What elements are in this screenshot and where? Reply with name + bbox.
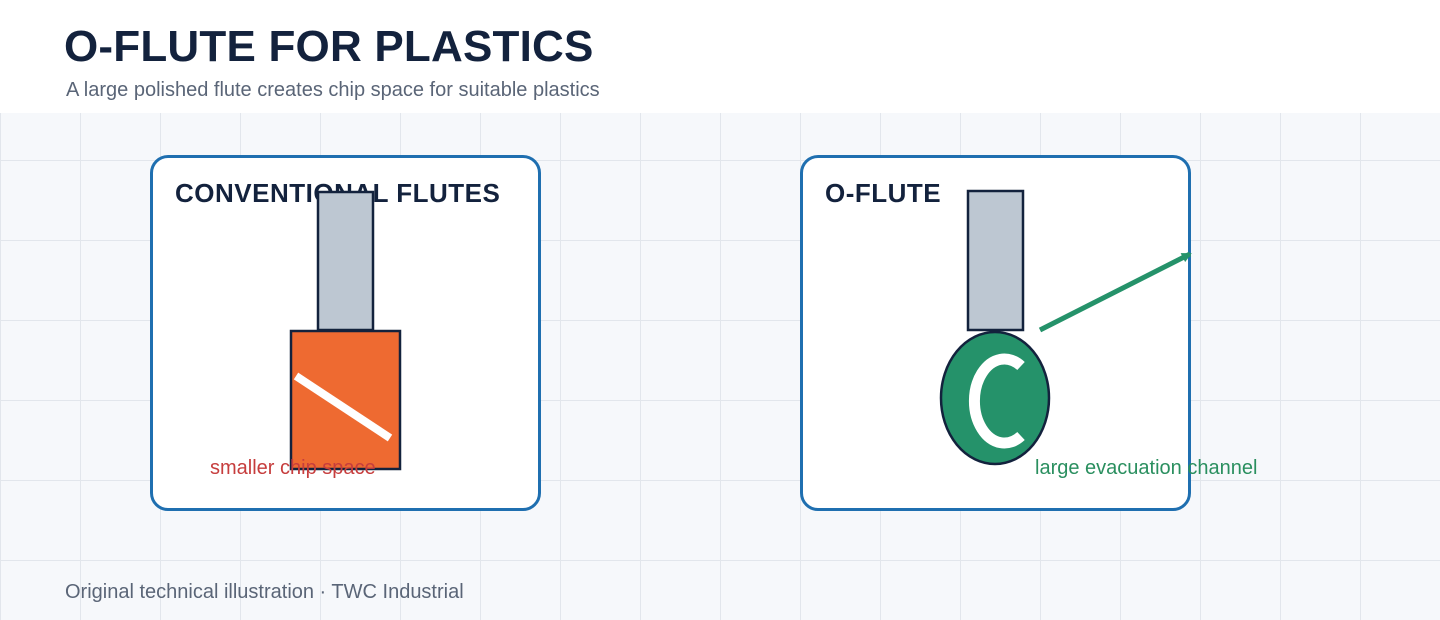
- footer-credit: Original technical illustration · TWC In…: [65, 581, 464, 603]
- evacuation-arrow: [1038, 251, 1192, 333]
- o-flute-title: O-FLUTE: [825, 178, 942, 208]
- page-subtitle: A large polished flute creates chip spac…: [66, 79, 600, 101]
- page-title: O-FLUTE FOR PLASTICS: [64, 22, 594, 71]
- large-evacuation-channel-label: large evacuation channel: [1035, 457, 1258, 479]
- conventional-shank: [316, 190, 375, 332]
- o-flute-cutter-body: [939, 330, 1051, 466]
- o-flute-c-channel-icon: [968, 353, 1025, 449]
- conventional-cutter-body: [289, 329, 402, 471]
- o-flute-shank: [966, 189, 1025, 332]
- conventional-flute-line: [293, 372, 393, 442]
- smaller-chip-space-label: smaller chip space: [210, 457, 376, 479]
